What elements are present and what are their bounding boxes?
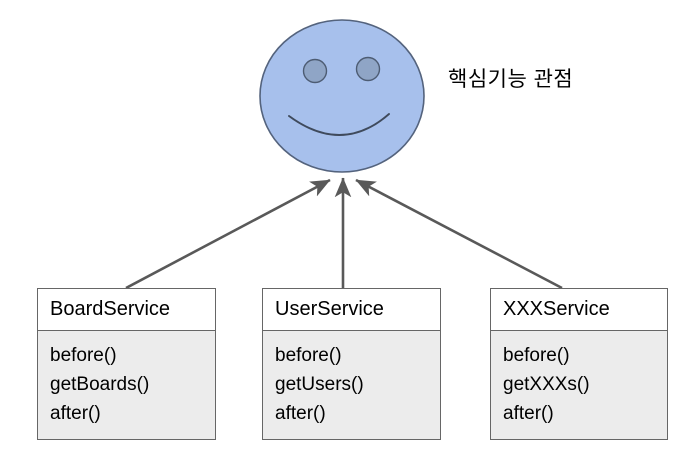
face-circle — [259, 19, 425, 173]
class-methods-user-service: before() getUsers() after() — [263, 331, 440, 439]
class-box-xxx-service[interactable]: XXXService before() getXXXs() after() — [490, 288, 668, 440]
method-row: getUsers() — [275, 374, 364, 396]
aspect-label: 핵심기능 관점 — [448, 68, 574, 91]
method-row: before() — [275, 345, 342, 366]
method-row: before() — [503, 345, 570, 366]
class-methods-board-service: before() getBoards() after() — [38, 331, 215, 439]
method-row: after() — [50, 403, 101, 425]
method-row: after() — [275, 403, 326, 425]
arrow-board-service-to-face — [125, 178, 331, 290]
arrow-xxx-service-to-face — [355, 178, 563, 290]
method-row: before() — [50, 345, 117, 366]
smile-mouth — [288, 113, 390, 136]
class-name-user-service: UserService — [263, 289, 440, 331]
class-methods-xxx-service: before() getXXXs() after() — [491, 331, 667, 439]
class-name-board-service: BoardService — [38, 289, 215, 331]
class-box-user-service[interactable]: UserService before() getUsers() after() — [262, 288, 441, 440]
smiley-face — [258, 18, 426, 178]
method-row: after() — [503, 403, 554, 425]
right-eye — [355, 56, 381, 82]
smiley-face-svg — [259, 19, 425, 173]
class-name-xxx-service: XXXService — [491, 289, 667, 331]
class-box-board-service[interactable]: BoardService before() getBoards() after(… — [37, 288, 216, 440]
method-row: getBoards() — [50, 374, 150, 396]
method-row: getXXXs() — [503, 374, 590, 396]
left-eye — [302, 58, 328, 84]
